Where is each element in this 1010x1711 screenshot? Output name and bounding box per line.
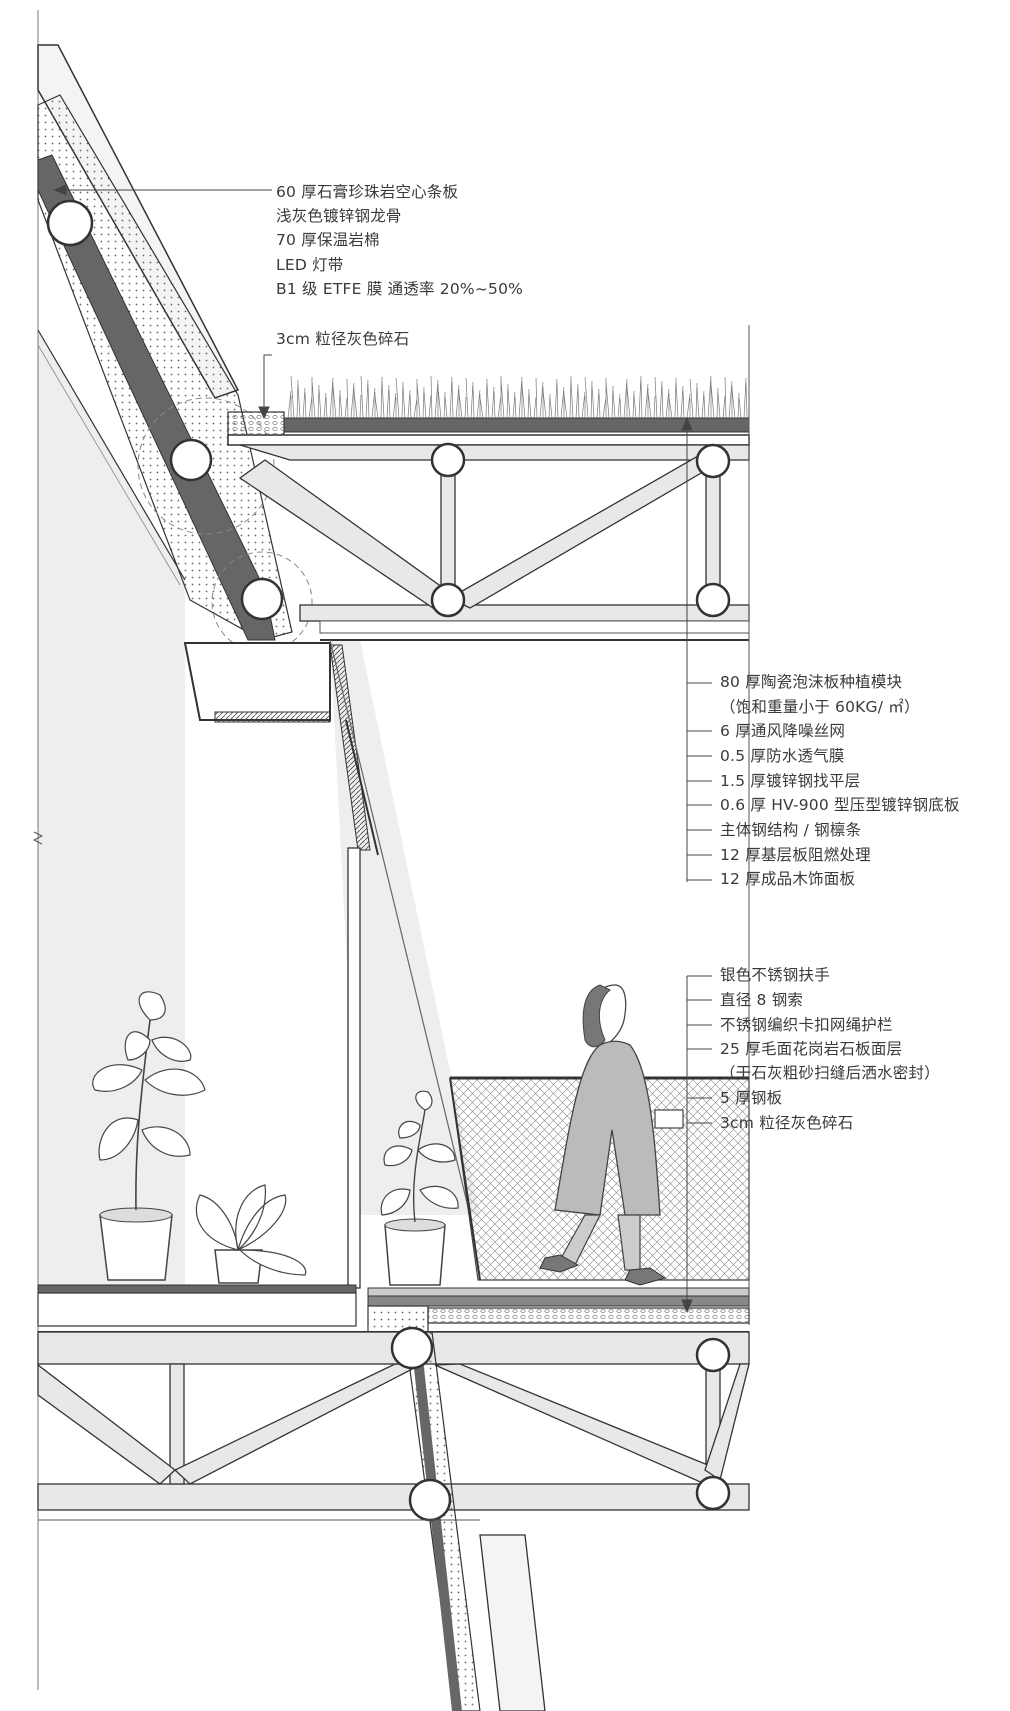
- label-green-5: 1.5 厚镀锌钢找平层: [720, 772, 861, 790]
- label-floor-6: 5 厚钢板: [720, 1089, 783, 1107]
- label-floor-7: 3cm 粒径灰色碎石: [720, 1114, 854, 1132]
- label-green-4: 0.5 厚防水透气膜: [720, 747, 845, 765]
- label-green-1: 80 厚陶瓷泡沫板种植模块: [720, 673, 903, 691]
- label-green-9: 12 厚成品木饰面板: [720, 870, 856, 888]
- label-led-strip: LED 灯带: [276, 256, 344, 274]
- sloped-roof-wall: [37, 44, 313, 653]
- label-green-2: （饱和重量小于 60KG/ ㎡）: [720, 698, 920, 716]
- label-green-6: 0.6 厚 HV-900 型压型镀锌钢底板: [720, 796, 960, 814]
- upper-truss: [238, 325, 750, 1325]
- label-green-8: 12 厚基层板阻燃处理: [720, 846, 871, 864]
- label-green-7: 主体钢结构 / 钢檩条: [720, 821, 862, 839]
- interior-space: [32, 10, 480, 1690]
- label-floor-5: （干石灰粗砂扫缝后洒水密封）: [720, 1064, 940, 1082]
- label-green-3: 6 厚通风降噪丝网: [720, 722, 846, 740]
- label-rock-wool: 70 厚保温岩棉: [276, 231, 380, 249]
- label-gravel-top: 3cm 粒径灰色碎石: [276, 330, 410, 348]
- leader-lines: [53, 184, 712, 1314]
- label-floor-4: 25 厚毛面花岗岩石板面层: [720, 1040, 903, 1058]
- label-gypsum-board: 60 厚石膏珍珠岩空心条板: [276, 183, 459, 201]
- gutter-box: [183, 639, 471, 1289]
- lower-truss: [37, 1326, 750, 1711]
- label-steel-keel: 浅灰色镀锌钢龙骨: [276, 207, 402, 225]
- green-roof: [227, 375, 750, 446]
- floor-slab: [37, 1284, 750, 1337]
- label-floor-3: 不锈钢编织卡扣网绳护栏: [720, 1016, 893, 1034]
- person-figure: [539, 984, 684, 1286]
- potted-plants: [92, 991, 459, 1286]
- label-floor-1: 银色不锈钢扶手: [720, 966, 830, 984]
- label-floor-2: 直径 8 钢索: [720, 991, 804, 1009]
- label-etfe-membrane: B1 级 ETFE 膜 通透率 20%~50%: [276, 280, 524, 298]
